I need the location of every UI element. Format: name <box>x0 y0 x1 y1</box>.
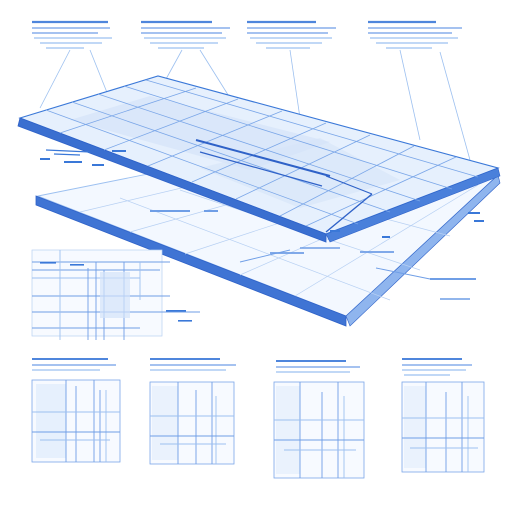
note-block-4 <box>368 20 462 49</box>
upper-slab-left-ticks <box>45 149 91 156</box>
note-block-2 <box>141 20 230 49</box>
upper-slab-marks <box>40 150 484 238</box>
upper-slab <box>17 75 501 243</box>
section-panel-4 <box>401 358 485 473</box>
section-panel-3 <box>273 360 365 479</box>
note-block-3 <box>247 20 336 49</box>
lower-slab-front-edge <box>35 195 347 327</box>
leader-lines-top <box>39 49 471 161</box>
upper-slab-beams <box>195 139 373 233</box>
upper-slab-grid-b <box>59 87 457 227</box>
upper-slab-grid-a <box>45 79 479 225</box>
section-panel-2 <box>149 358 236 465</box>
lower-slab-side-edge <box>345 174 501 327</box>
elevation-detail-panel <box>100 272 130 318</box>
upper-slab-side-edge <box>325 167 501 243</box>
upper-slab-front-edge <box>17 117 327 243</box>
section-panel-1 <box>31 358 121 463</box>
lower-slab-callouts <box>150 210 476 300</box>
elevation-detail <box>31 249 200 340</box>
upper-slab-shaded-panels <box>70 96 330 170</box>
section-panels <box>31 358 485 479</box>
top-note-blocks <box>32 20 462 49</box>
note-block-1 <box>32 20 112 49</box>
